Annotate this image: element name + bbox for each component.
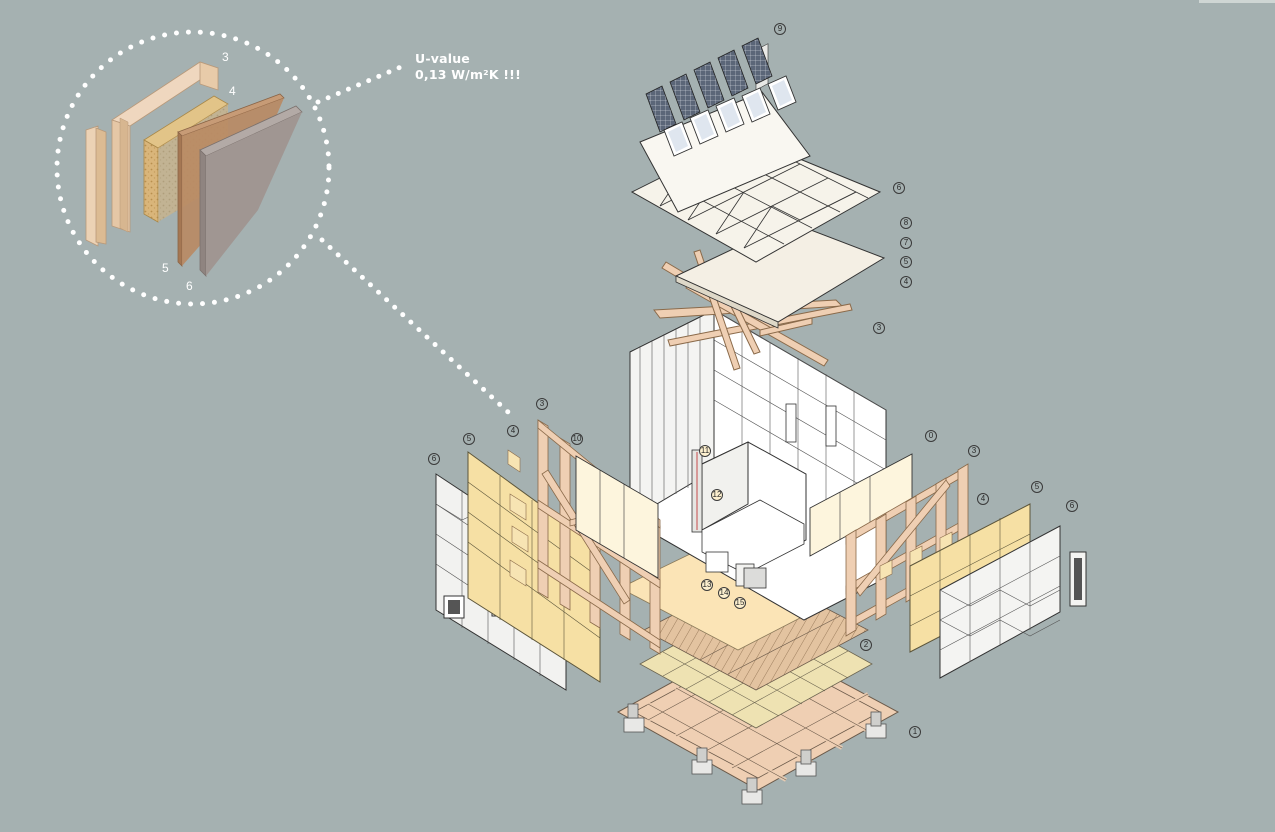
detail-layer-3-label: 3: [222, 50, 229, 64]
corner-thumbnail-strip: [1199, 0, 1275, 3]
u-value-amount: 0,13 W/m²K !!!: [415, 67, 521, 82]
callout-6-right: 6: [1066, 500, 1078, 512]
callout-13: 13: [701, 579, 713, 591]
connector-dotted-line-top: [315, 61, 411, 105]
callout-1: 1: [909, 726, 921, 738]
callout-5-left: 5: [463, 433, 475, 445]
connector-dotted-line-bottom: [319, 237, 511, 415]
left-wall-inner-board-10: [575, 455, 659, 579]
foundation-footings: [623, 703, 887, 805]
facade-layer: [199, 105, 303, 277]
detail-layer-6-label: 6: [186, 279, 193, 293]
callout-3-roof: 3: [873, 322, 885, 334]
callout-5-roof: 5: [900, 256, 912, 268]
callout-14: 14: [718, 587, 730, 599]
callout-10: 10: [571, 433, 583, 445]
callout-4-right: 4: [977, 493, 989, 505]
timber-frame-layer: [85, 61, 219, 247]
u-value-note: U-value 0,13 W/m²K !!!: [415, 51, 521, 83]
callout-9: 9: [774, 23, 786, 35]
callout-3-right: 3: [968, 445, 980, 457]
detail-layer-5-label: 5: [162, 261, 169, 275]
u-value-label: U-value: [415, 51, 470, 66]
right-side-window: [1069, 551, 1087, 607]
callout-4-roof: 4: [900, 276, 912, 288]
callout-8: 8: [900, 217, 912, 229]
callout-12: 12: [711, 489, 723, 501]
detail-layer-4-label: 4: [229, 84, 236, 98]
right-wall-facade: [939, 525, 1061, 679]
wall-layer-detail-inset: [54, 29, 511, 415]
callout-5-right: 5: [1031, 481, 1043, 493]
water-tank-13: [705, 551, 729, 573]
callout-3-left: 3: [536, 398, 548, 410]
roof-skylight-band: [639, 75, 811, 213]
solar-panels: [645, 37, 773, 133]
callout-11: 11: [699, 445, 711, 457]
callout-7: 7: [900, 237, 912, 249]
detail-dotted-circle: [54, 29, 332, 307]
callout-4-left: 4: [507, 425, 519, 437]
callout-0-right: 0: [925, 430, 937, 442]
callout-2: 2: [860, 639, 872, 651]
callout-15: 15: [734, 597, 746, 609]
tank-15: [743, 567, 767, 589]
callout-6-roof: 6: [893, 182, 905, 194]
callout-6-left: 6: [428, 453, 440, 465]
